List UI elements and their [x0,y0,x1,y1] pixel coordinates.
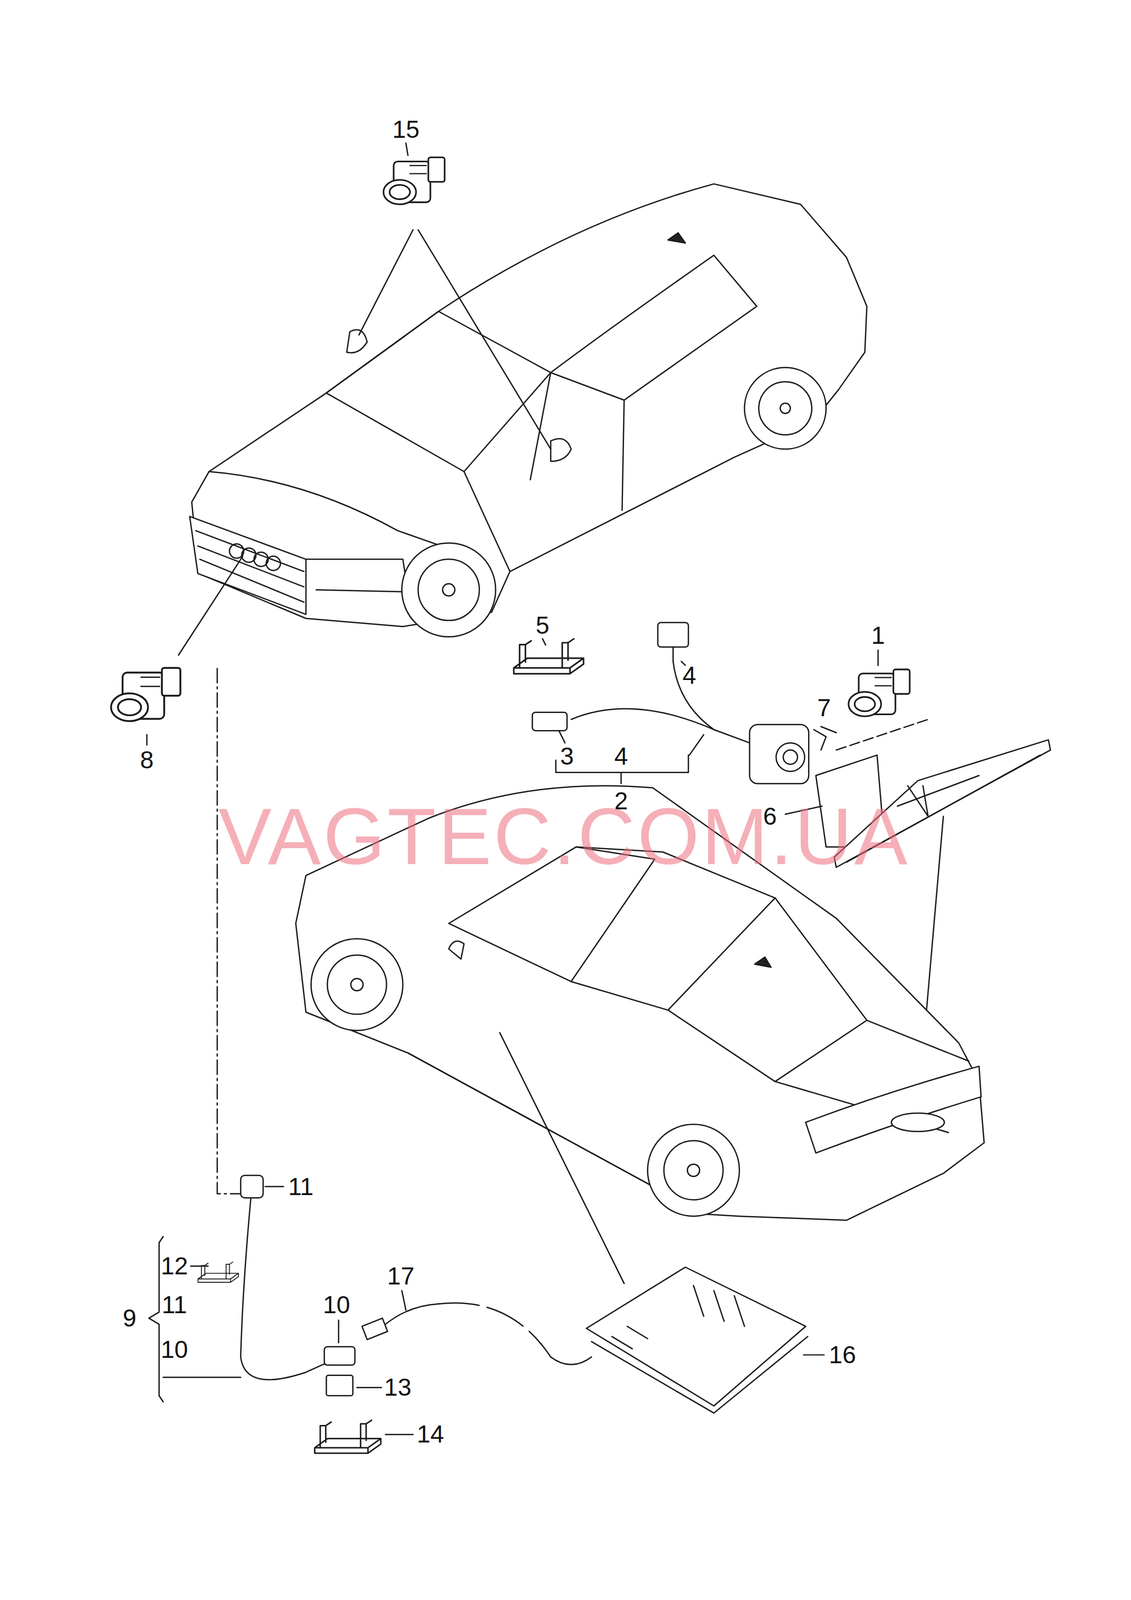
callout-number: 1 [871,622,886,648]
callout-number: 5 [535,612,550,638]
callout-number: 15 [392,117,420,142]
callout-number: 12 [160,1253,188,1278]
callout-number: 3 [560,743,575,769]
callout-number: 4 [682,662,697,688]
callout-number: 17 [387,1263,415,1288]
callout-number: 10 [160,1336,188,1362]
callout-number: 11 [161,1292,188,1317]
callout-number: 10 [322,1292,351,1317]
car-front-view [189,184,868,637]
watermark-text: VAGTEC.COM.UA [218,796,910,877]
callout-number: 11 [288,1174,314,1199]
callout-number: 4 [614,743,629,769]
callout-number: 9 [122,1305,137,1330]
callout-number: 8 [139,747,154,772]
callout-number: 13 [384,1374,412,1400]
callout-number: 14 [416,1421,444,1446]
callout-number: 16 [828,1342,856,1367]
callout-number: 7 [817,695,831,720]
